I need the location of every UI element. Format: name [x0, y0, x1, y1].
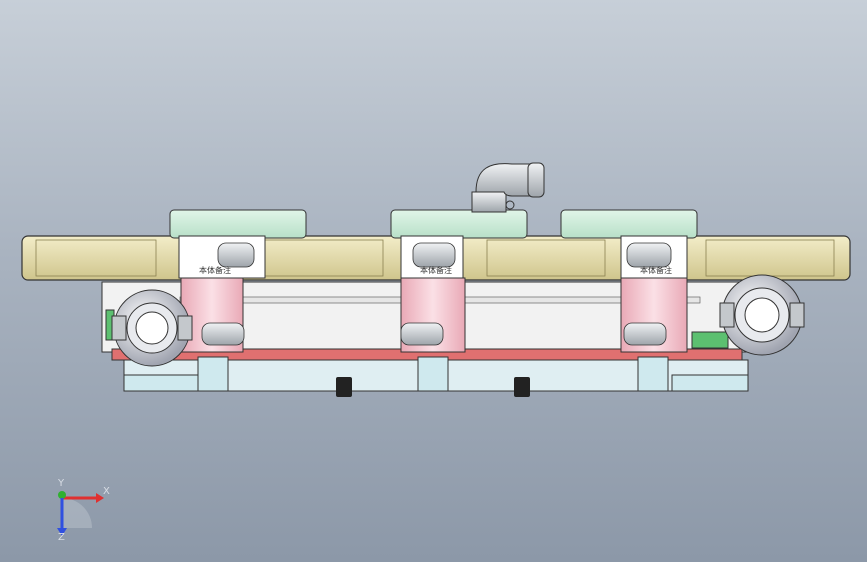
mint-block-3 [560, 209, 698, 239]
base-foot-left [123, 374, 205, 392]
fitting-3b [623, 322, 667, 346]
axis-triad [57, 491, 104, 536]
cylinder-label-3: 本体备注 [640, 265, 672, 275]
cylinder-label-1: 本体备注 [199, 265, 231, 275]
end-ring-right [719, 274, 805, 356]
fitting-1a [217, 242, 255, 268]
z-axis-label: Z [58, 532, 65, 543]
y-axis-label: Y [58, 478, 65, 489]
fitting-1b [201, 322, 245, 346]
cylinder-label-2: 本体备注 [420, 265, 452, 275]
end-ring-left [111, 289, 193, 367]
x-axis-label: X [103, 486, 110, 497]
plate-segment-mid2 [486, 239, 606, 277]
mint-block-1 [169, 209, 307, 239]
column-foot-1 [197, 356, 229, 392]
fitting-2b [400, 322, 444, 346]
green-detail-right [691, 331, 729, 349]
base-foot-right [671, 374, 749, 392]
mint-block-2 [390, 209, 528, 239]
bolt-1 [336, 377, 352, 397]
column-foot-3 [637, 356, 669, 392]
fitting-2a [412, 242, 456, 268]
column-foot-2 [417, 356, 449, 392]
elbow-fitting [471, 162, 545, 213]
plate-segment-left [35, 239, 157, 277]
fitting-3a [626, 242, 672, 268]
bolt-2 [514, 377, 530, 397]
